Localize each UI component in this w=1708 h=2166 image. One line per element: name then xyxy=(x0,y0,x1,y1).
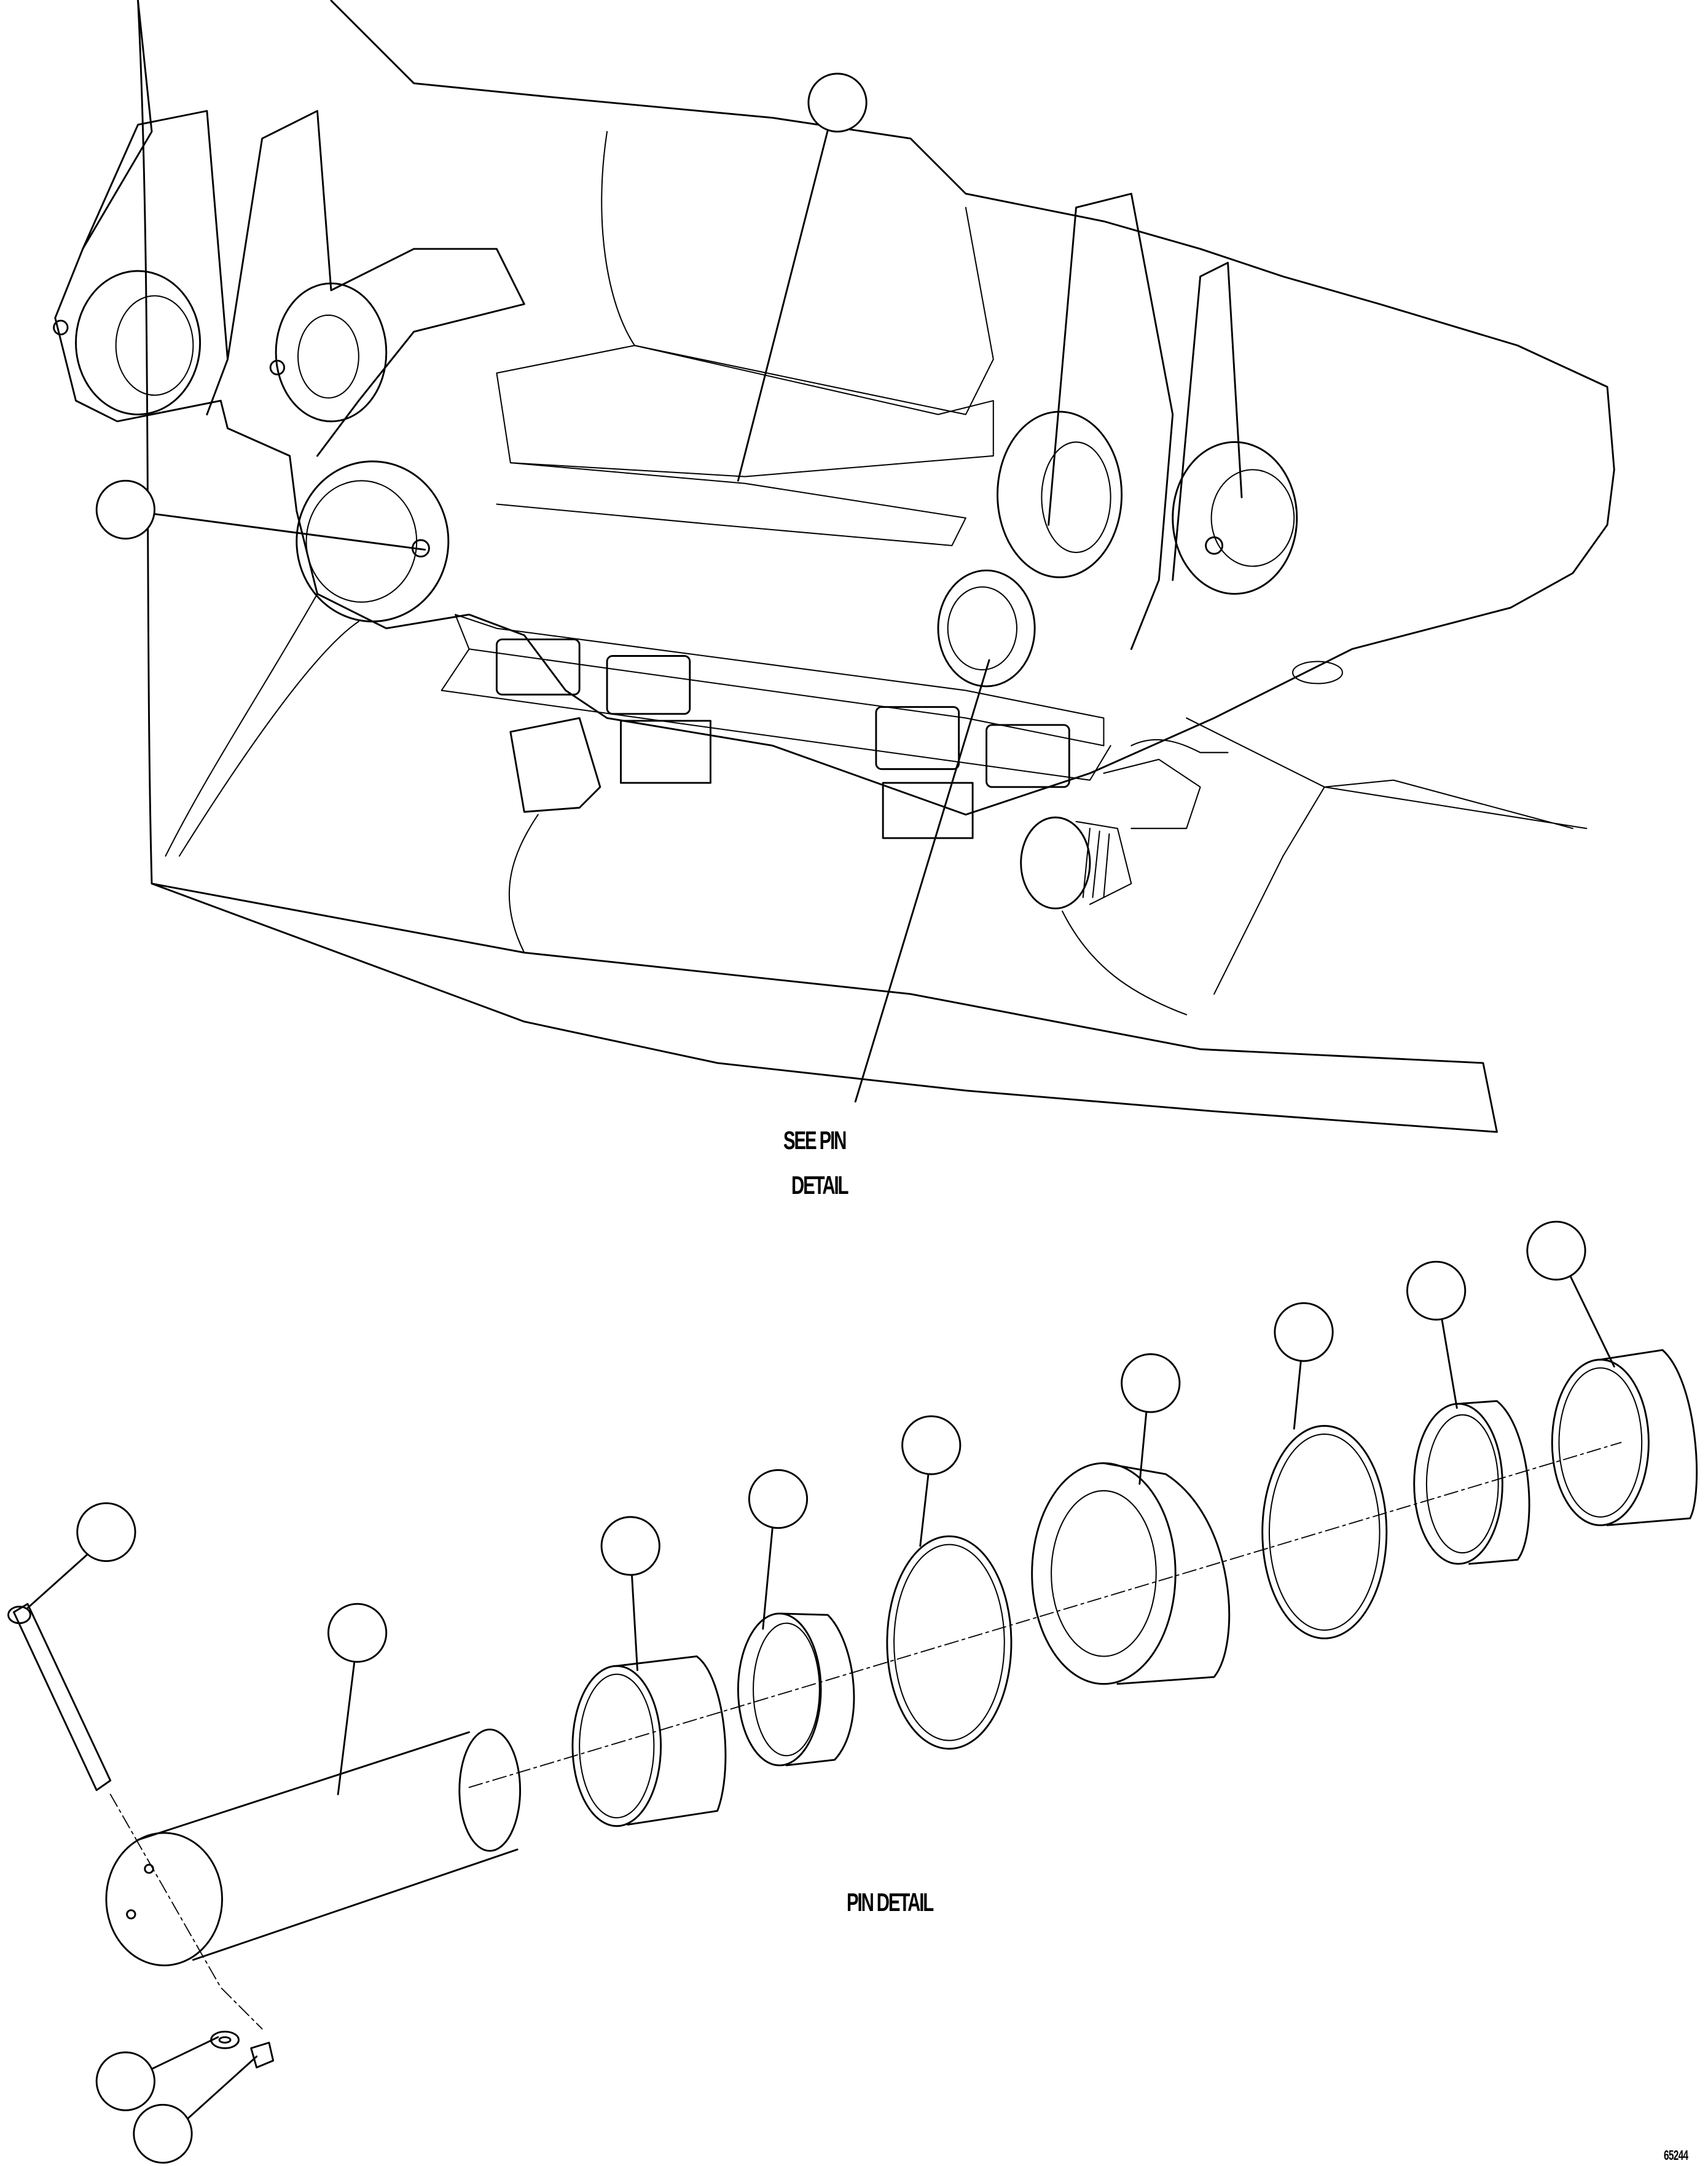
callout-balloon xyxy=(76,1502,136,1563)
see-pin-detail-label: SEE PIN xyxy=(783,1126,847,1155)
callout-balloon xyxy=(1526,1220,1586,1281)
drawing-number: 65244 xyxy=(1664,2148,1688,2163)
callouts xyxy=(26,73,1615,2164)
pin-detail-title: PIN DETAIL xyxy=(847,1888,934,1917)
callout-balloon xyxy=(327,1603,388,1663)
see-pin-detail-label-line2: DETAIL xyxy=(791,1171,848,1199)
callout-balloon xyxy=(600,1516,660,1576)
callout-balloon xyxy=(95,479,155,540)
callout-balloon xyxy=(901,1415,962,1475)
callout-balloon xyxy=(1121,1353,1181,1413)
callout-balloon xyxy=(1274,1302,1334,1362)
callout-balloon xyxy=(807,73,868,133)
callout-balloon xyxy=(133,2103,193,2164)
callout-balloon xyxy=(1406,1260,1467,1321)
callout-balloon xyxy=(95,2051,155,2111)
callout-balloon xyxy=(748,1469,809,1529)
coupler-assembly xyxy=(53,0,1615,1133)
pin-detail-assembly xyxy=(7,1349,1698,2069)
